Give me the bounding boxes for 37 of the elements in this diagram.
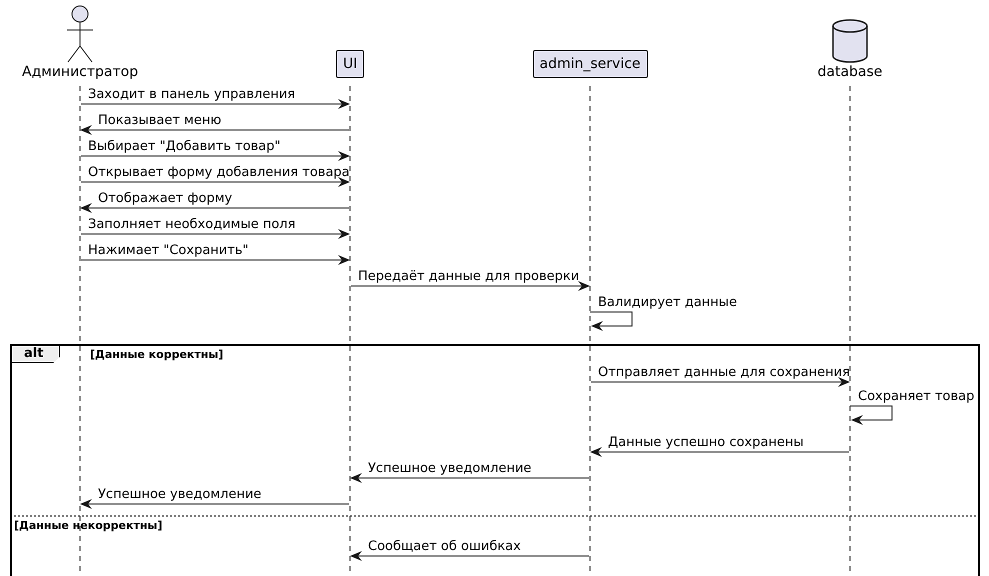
message-label: Данные успешно сохранены — [608, 435, 804, 450]
message-arrow — [80, 177, 350, 187]
fragment-operator-tab: alt — [12, 346, 60, 363]
participant-label: database — [818, 65, 882, 80]
message-arrow — [80, 255, 350, 265]
message-arrow — [80, 125, 350, 135]
message-label: Успешное уведомление — [368, 461, 532, 476]
message-arrow — [590, 447, 850, 457]
participant-label: Администратор — [22, 65, 138, 80]
message-arrow — [350, 551, 590, 561]
message-arrow — [350, 473, 590, 483]
message-label: Сообщает об ошибках — [368, 539, 521, 554]
message-arrow — [80, 151, 350, 161]
message-label: Показывает меню — [98, 113, 222, 128]
participant-box: UI — [336, 50, 364, 78]
message-arrow — [80, 203, 350, 213]
message-label: Отправляет данные для сохранения — [598, 365, 850, 380]
message-label: Отображает форму — [98, 191, 232, 206]
participant-box: admin_service — [532, 50, 648, 78]
message-label: Заходит в панель управления — [88, 87, 296, 102]
message-label: Сохраняет товар — [858, 389, 974, 404]
message-label: Нажимает "Сохранить" — [88, 243, 248, 258]
message-label: Открывает форму добавления товара — [88, 165, 350, 180]
message-label: Заполняет необходимые поля — [88, 217, 296, 232]
message-label: Успешное уведомление — [98, 487, 262, 502]
message-label: Передаёт данные для проверки — [358, 269, 580, 284]
guard-condition: [Данные некорректны] — [14, 519, 162, 532]
message-arrow — [80, 99, 350, 109]
message-arrow — [80, 499, 350, 509]
message-label: Валидирует данные — [598, 295, 737, 310]
self-message-arrow — [590, 312, 632, 331]
self-message-arrow — [850, 406, 892, 425]
message-arrow — [590, 377, 850, 387]
guard-condition: [Данные корректны] — [90, 348, 224, 361]
message-arrow — [80, 229, 350, 239]
message-label: Выбирает "Добавить товар" — [88, 139, 281, 154]
message-arrow — [350, 281, 590, 291]
